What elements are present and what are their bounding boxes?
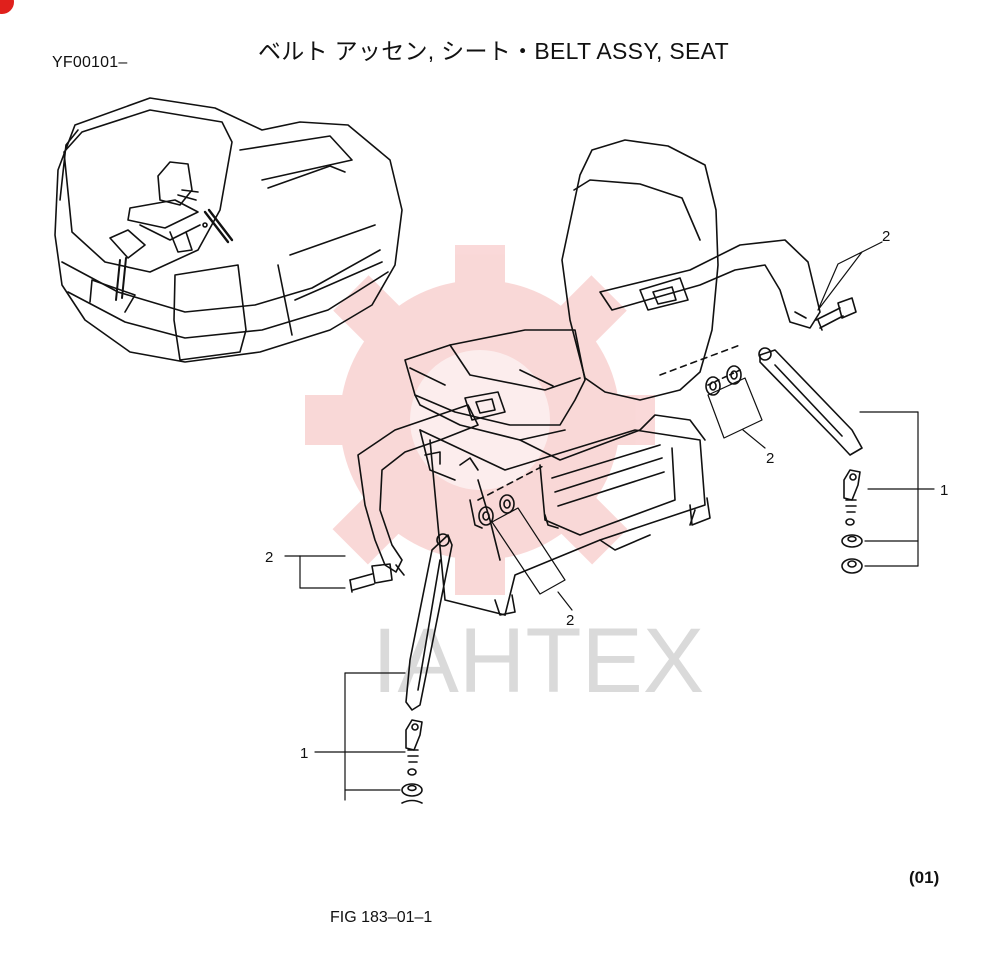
callout-2-right-nuts: 2: [766, 450, 774, 467]
figure-number: FIG 183–01–1: [330, 909, 433, 926]
watermark-gear-hole: [410, 350, 550, 490]
callout-2-left-bolt: 2: [265, 549, 273, 566]
callout-leaders: [284, 241, 935, 801]
excavator-overview-inset: [54, 97, 403, 363]
callout-2-top-right: 2: [882, 228, 890, 245]
revision-label: (01): [909, 868, 940, 887]
seat-assembly-drawing: [349, 139, 863, 804]
callout-2-center-nuts: 2: [566, 612, 574, 629]
page-title: ベルト アッセン, シート・BELT ASSY, SEAT: [258, 38, 729, 64]
serial-number: YF00101–: [52, 54, 128, 71]
watermark-text: ІАНТЕХ: [372, 610, 704, 712]
callout-1-right: 1: [940, 482, 948, 499]
callout-1-left: 1: [300, 745, 308, 762]
